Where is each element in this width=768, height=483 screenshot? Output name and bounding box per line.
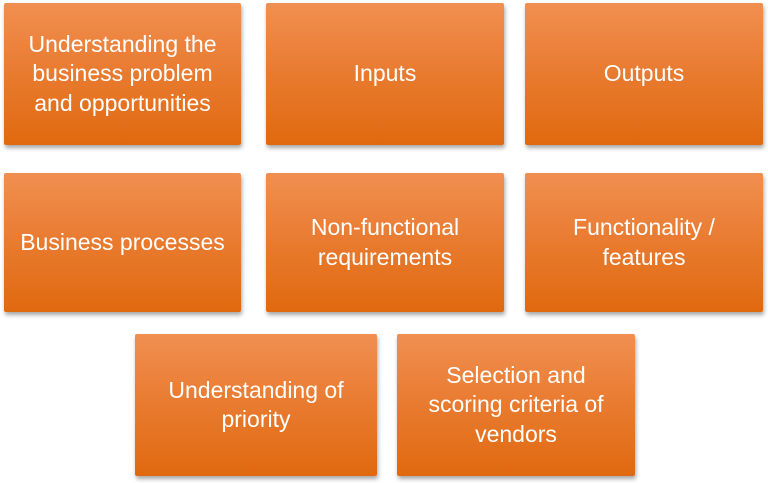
box-understanding-business-problem: Understanding the business problem and o…	[4, 3, 241, 145]
box-selection-scoring-criteria: Selection and scoring criteria of vendor…	[397, 334, 635, 476]
box-label: Understanding of priority	[168, 376, 344, 432]
box-functionality-features: Functionality / features	[525, 173, 763, 312]
box-label: Business processes	[20, 228, 225, 255]
box-non-functional-requirements: Non-functional requirements	[266, 173, 504, 312]
box-label: Outputs	[603, 60, 685, 87]
box-label: Inputs	[353, 60, 417, 87]
box-outputs: Outputs	[525, 3, 763, 145]
box-label: Functionality / features	[573, 214, 715, 270]
box-business-processes: Business processes	[4, 173, 241, 312]
box-inputs: Inputs	[266, 3, 504, 145]
box-label: Understanding the business problem and o…	[28, 30, 217, 116]
box-label: Selection and scoring criteria of vendor…	[428, 361, 604, 447]
box-understanding-of-priority: Understanding of priority	[135, 334, 377, 476]
box-label: Non-functional requirements	[310, 214, 460, 270]
